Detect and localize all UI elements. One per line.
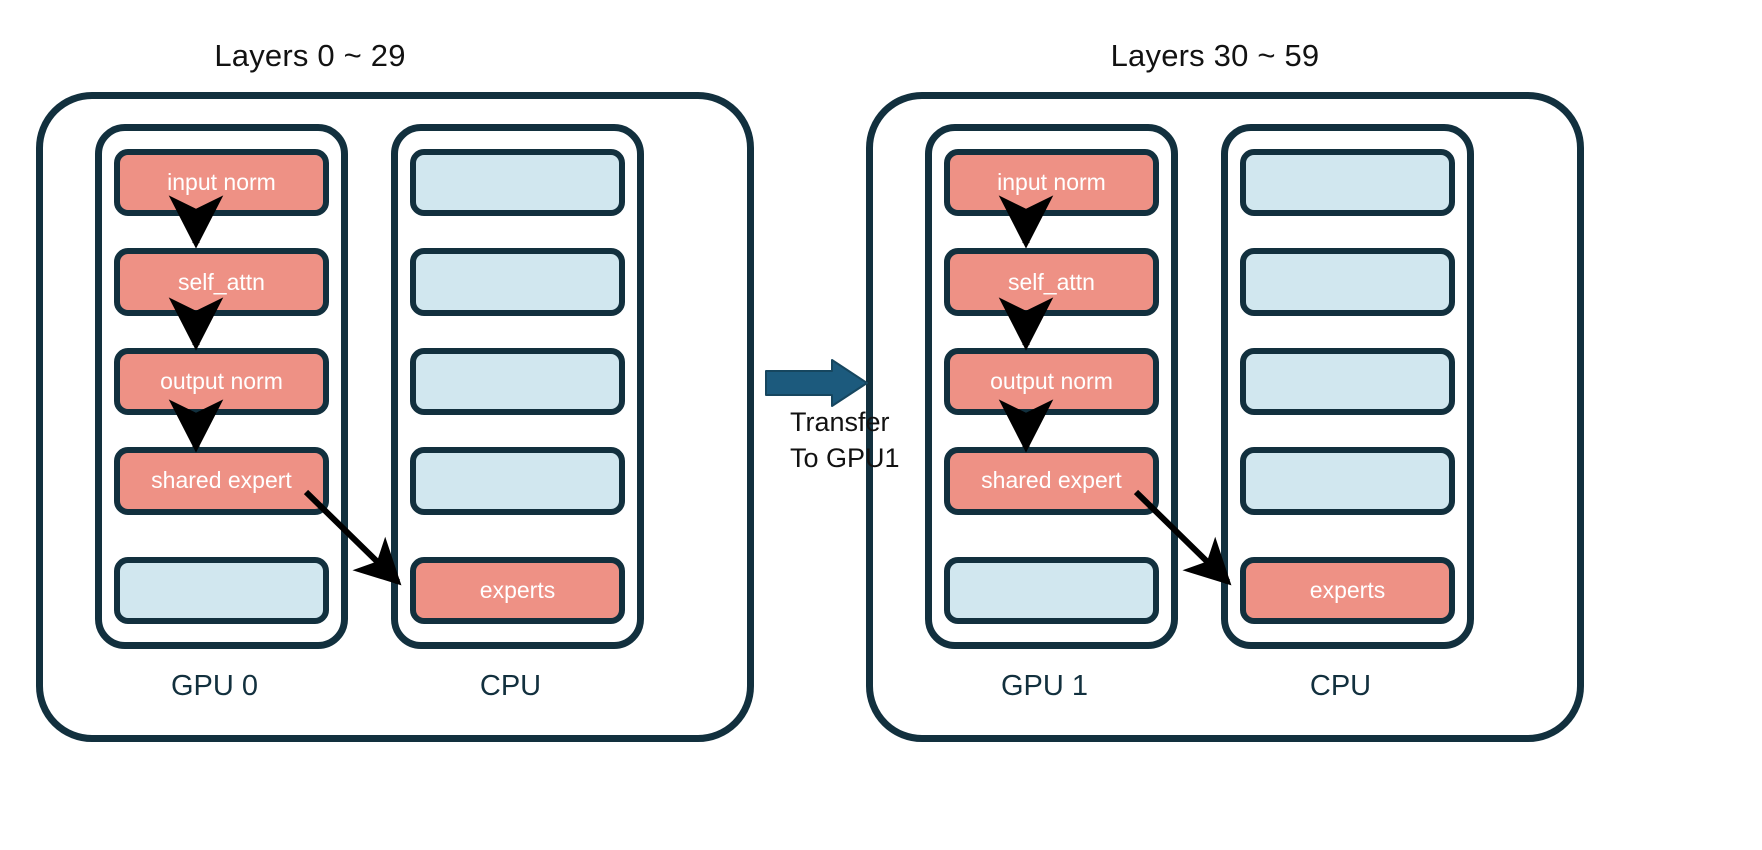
module-placeholder-cpu-right-1[interactable] — [1240, 149, 1455, 217]
transfer-label: Transfer To GPU1 — [790, 404, 900, 477]
cpu-column-left[interactable]: experts — [391, 124, 644, 649]
module-output-norm[interactable]: output norm — [114, 347, 329, 416]
gpu-column-right[interactable]: input norm self_attn output norm shared … — [925, 124, 1178, 649]
module-shared-expert[interactable]: shared expert — [114, 447, 329, 515]
transfer-label-line2: To GPU1 — [790, 443, 900, 474]
module-placeholder-cpu-right-2[interactable] — [1240, 248, 1455, 316]
module-self-attn-right[interactable]: self_attn — [944, 248, 1159, 316]
device-label-gpu1: GPU 1 — [1000, 670, 1089, 702]
panel-title-right: Layers 30 ~ 59 — [1110, 38, 1320, 73]
gpu-column-left[interactable]: input norm self_attn output norm shared … — [95, 124, 348, 649]
module-shared-expert-right[interactable]: shared expert — [944, 447, 1159, 515]
transfer-arrow-icon — [765, 359, 868, 407]
module-output-norm-right[interactable]: output norm — [944, 347, 1159, 416]
device-label-cpu-right: CPU — [1309, 670, 1372, 702]
device-container-right: input norm self_attn output norm shared … — [866, 92, 1584, 742]
transfer-label-line1: Transfer — [790, 407, 890, 437]
cpu-column-right[interactable]: experts — [1221, 124, 1474, 649]
module-placeholder-gpu-right[interactable] — [944, 556, 1159, 625]
device-container-left: input norm self_attn output norm shared … — [36, 92, 754, 742]
module-placeholder-cpu-2[interactable] — [410, 248, 625, 316]
module-input-norm[interactable]: input norm — [114, 149, 329, 217]
module-input-norm-right[interactable]: input norm — [944, 149, 1159, 217]
module-placeholder-cpu-1[interactable] — [410, 149, 625, 217]
module-experts-right[interactable]: experts — [1240, 556, 1455, 625]
panel-title-left: Layers 0 ~ 29 — [214, 38, 406, 73]
module-experts[interactable]: experts — [410, 556, 625, 625]
module-placeholder-cpu-right-3[interactable] — [1240, 347, 1455, 416]
module-placeholder-cpu-4[interactable] — [410, 447, 625, 515]
device-label-gpu0: GPU 0 — [170, 670, 259, 702]
module-self-attn[interactable]: self_attn — [114, 248, 329, 316]
right-arrow-icon — [765, 359, 868, 407]
module-placeholder-gpu[interactable] — [114, 556, 329, 625]
module-placeholder-cpu-right-4[interactable] — [1240, 447, 1455, 515]
module-placeholder-cpu-3[interactable] — [410, 347, 625, 416]
device-label-cpu-left: CPU — [479, 670, 542, 702]
